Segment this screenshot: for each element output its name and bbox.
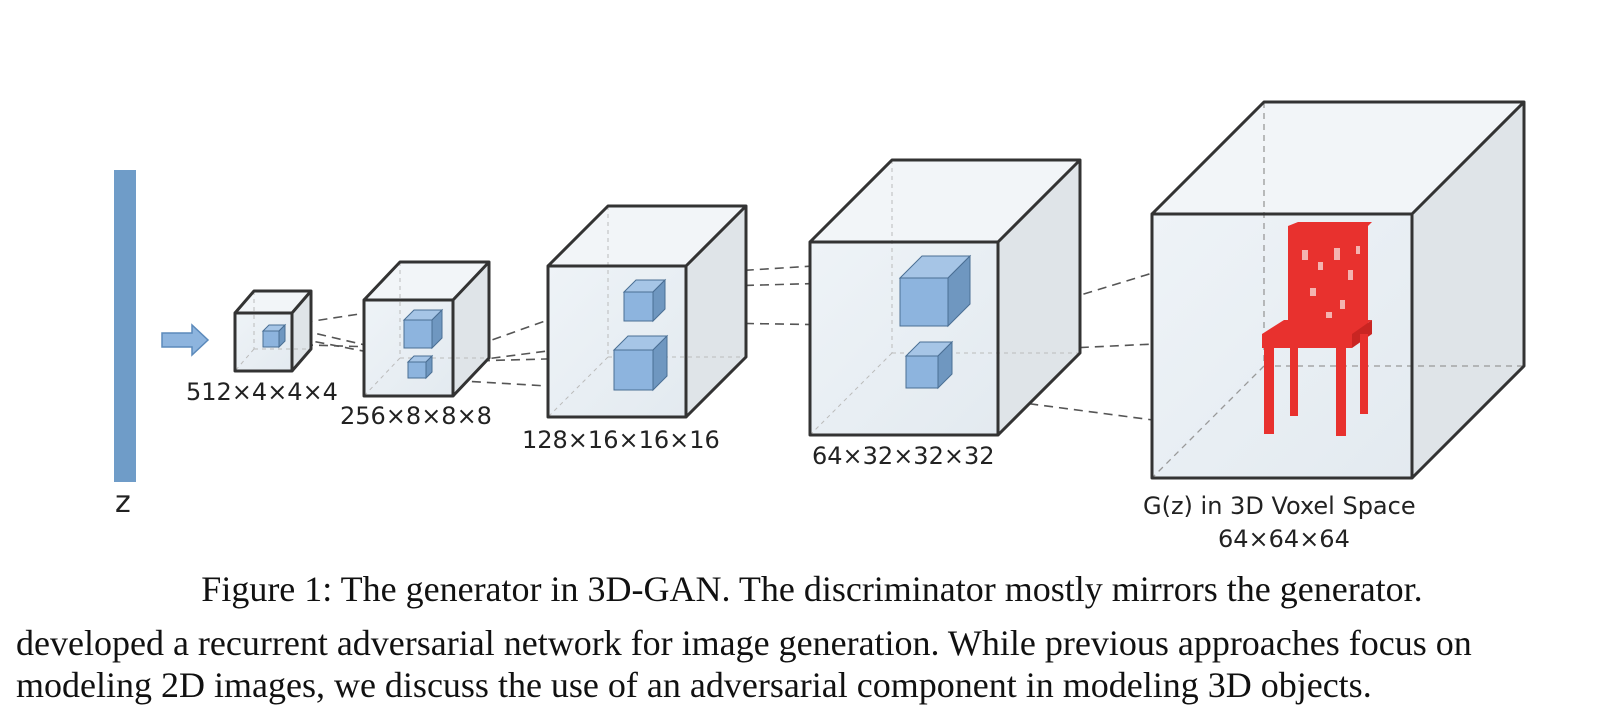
layer-4-kernel-lower <box>905 355 939 389</box>
layer-1-shape-label: 512×4×4×4 <box>186 378 338 406</box>
arrow-icon <box>161 323 210 357</box>
layer-3-kernel-lower <box>613 349 654 391</box>
z-label: z <box>115 485 131 520</box>
output-voxel-cube <box>1150 100 1526 480</box>
layer-3-shape-label: 128×16×16×16 <box>522 426 720 454</box>
layer-4-cube <box>808 158 1082 437</box>
layer-4-kernel-upper <box>899 277 949 327</box>
layer-3-kernel-upper <box>623 291 654 322</box>
latent-vector-bar <box>114 170 136 482</box>
layer-2-cube <box>362 260 491 398</box>
layer-4-shape-label: 64×32×32×32 <box>812 442 994 470</box>
body-text-line-2: modeling 2D images, we discuss the use o… <box>16 665 1372 705</box>
figure-caption: Figure 1: The generator in 3D-GAN. The d… <box>201 569 1423 609</box>
layer-1-kernel <box>262 330 280 348</box>
layer-2-kernel-upper <box>403 319 433 349</box>
output-shape-label: 64×64×64 <box>1218 525 1350 553</box>
output-title-label: G(z) in 3D Voxel Space <box>1143 492 1416 520</box>
body-text-line-1: developed a recurrent adversarial networ… <box>16 623 1472 663</box>
layer-3-cube <box>546 204 748 419</box>
layer-2-shape-label: 256×8×8×8 <box>340 402 492 430</box>
voxel-chair <box>1262 222 1372 436</box>
layer-1-cube <box>233 289 313 373</box>
layer-2-kernel-lower <box>407 361 427 379</box>
